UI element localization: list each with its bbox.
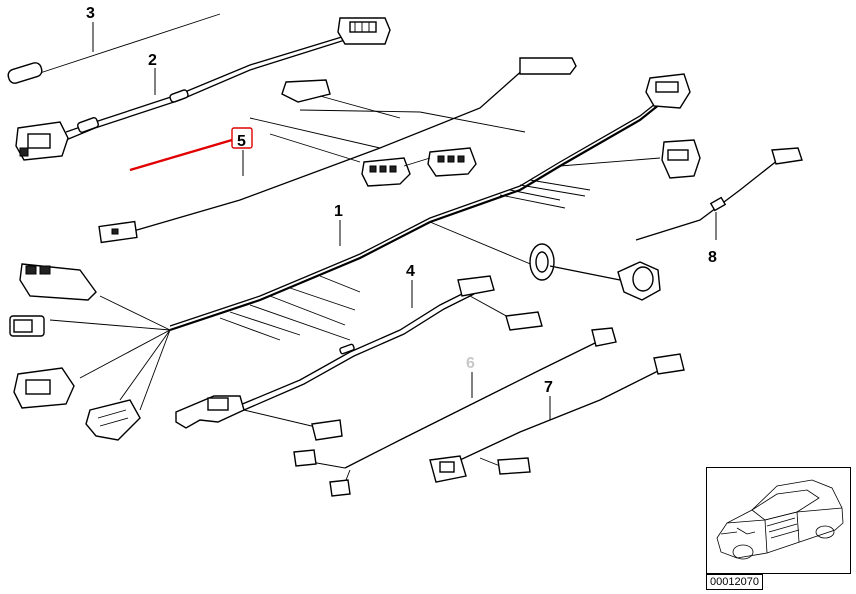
part-2-connector-bottom <box>15 121 69 161</box>
callout-1[interactable]: 1 <box>334 203 343 220</box>
callout-4[interactable]: 4 <box>406 263 415 280</box>
part-1-connector-left-bottom <box>85 399 141 441</box>
part-flat-connector <box>281 79 401 119</box>
part-1-connector-left-small <box>9 315 45 337</box>
part-3-antenna-cable[interactable] <box>7 13 221 85</box>
part-1-connector-right-top <box>645 73 691 109</box>
part-6-cable[interactable] <box>293 327 617 497</box>
part-1-plug <box>617 261 661 301</box>
part-1-connector-left-mid <box>13 367 75 409</box>
reference-code: 00012070 <box>706 574 763 590</box>
car-sedan-icon <box>716 479 844 560</box>
part-1-main-harness[interactable] <box>9 73 701 441</box>
part-1-connector-left-top <box>19 263 97 301</box>
callout-2[interactable]: 2 <box>148 52 157 69</box>
part-1-grommet <box>529 243 621 281</box>
part-1-connector-right-mid <box>661 139 701 179</box>
callout-5-highlight-pointer <box>129 138 233 172</box>
callout-8[interactable]: 8 <box>708 249 717 266</box>
part-8-cable[interactable] <box>635 147 803 241</box>
callout-5[interactable]: 5 <box>237 133 246 150</box>
callout-5-highlight-box <box>231 127 253 149</box>
callout-7[interactable]: 7 <box>544 379 553 396</box>
part-2-cable[interactable] <box>15 17 391 161</box>
part-7-cable[interactable] <box>429 353 685 483</box>
car-thumbnail <box>706 467 851 574</box>
callout-3[interactable]: 3 <box>86 5 95 22</box>
part-4-cable[interactable] <box>175 275 543 441</box>
part-2-connector-top <box>337 17 391 45</box>
part-center-connectors <box>361 147 477 187</box>
callout-6[interactable]: 6 <box>466 355 475 372</box>
